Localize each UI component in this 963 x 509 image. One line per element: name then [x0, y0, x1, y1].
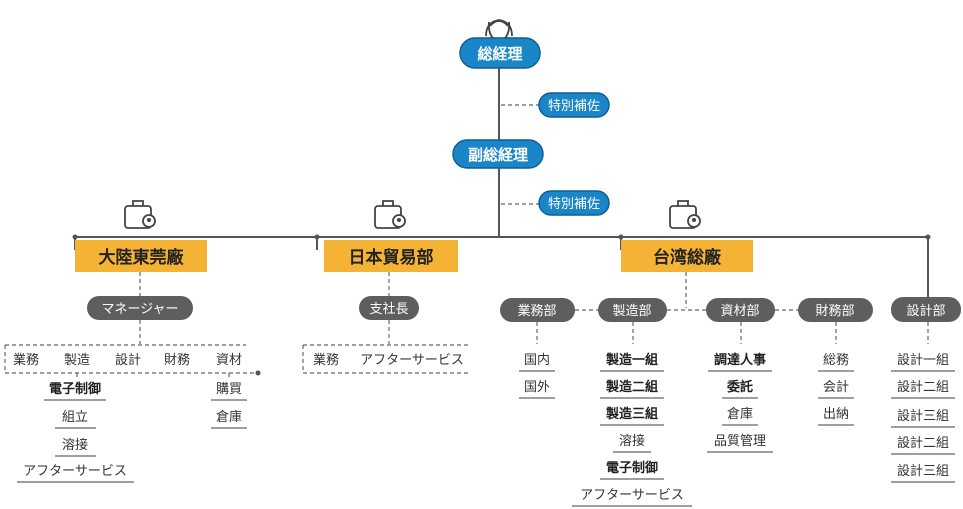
- taiwan-mfg-label: 製造部: [612, 304, 651, 319]
- japan-dept-item: アフターサービス: [360, 353, 464, 368]
- list-item: 倉庫: [727, 407, 753, 422]
- china-dept-item: 設計: [115, 352, 141, 368]
- list-item: 品質管理: [714, 434, 766, 449]
- taiwan-branch-node: 台湾総廠: [621, 240, 753, 272]
- list-item: 組立: [62, 410, 88, 425]
- list-item: 国内: [524, 352, 550, 368]
- list-item: 電子制御: [606, 460, 658, 476]
- taiwan-mat-node: 資材部: [706, 298, 775, 322]
- assistant-2-label: 特別補佐: [548, 197, 600, 212]
- list-item: 設計一組: [897, 352, 949, 368]
- taiwan-sales-label: 業務部: [517, 303, 556, 319]
- china-branch-node: 大陸東莞廠: [75, 240, 207, 272]
- taiwan-mat-list: 調達人事 委託 倉庫 品質管理: [707, 352, 773, 453]
- ceo-label: 総経理: [477, 45, 522, 63]
- list-item: 出納: [823, 407, 849, 422]
- list-item: 委託: [726, 379, 753, 395]
- assistant-1-label: 特別補佐: [548, 99, 600, 114]
- vice-label: 副総経理: [468, 146, 528, 164]
- camera-location-icon: [124, 200, 156, 229]
- taiwan-branch-label: 台湾総廠: [653, 247, 722, 268]
- list-item: 総務: [823, 353, 849, 368]
- list-item: 国外: [524, 380, 550, 395]
- list-item: 会計: [823, 379, 849, 395]
- japan-branch-node: 日本貿易部: [324, 240, 458, 272]
- list-item: 製造二組: [605, 379, 658, 395]
- china-dept-item: 財務: [164, 353, 190, 368]
- taiwan-sales-list: 国内 国外: [519, 352, 555, 399]
- china-manager-label: マネージャー: [101, 302, 178, 317]
- china-manager-node: マネージャー: [87, 296, 193, 320]
- list-item: 調達人事: [714, 352, 766, 368]
- camera-location-icon: [669, 200, 701, 229]
- japan-manager-node: 支社長: [359, 296, 419, 320]
- design-node: 設計部: [891, 297, 961, 322]
- china-dept-row: 業務 製造 設計 財務 資材: [13, 352, 242, 368]
- list-item: 製造一組: [605, 352, 658, 368]
- list-item: 製造三組: [605, 406, 658, 422]
- list-item: 電子制御: [49, 381, 101, 397]
- taiwan-fin-node: 財務部: [798, 298, 873, 322]
- assistant-2-node: 特別補佐: [538, 190, 610, 216]
- design-label: 設計部: [906, 303, 945, 319]
- list-item: 設計三組: [897, 463, 949, 479]
- taiwan-mfg-node: 製造部: [598, 298, 667, 322]
- japan-dept-item: 業務: [313, 352, 339, 368]
- taiwan-fin-list: 総務 会計 出納: [818, 353, 854, 426]
- list-item: アフターサービス: [23, 464, 127, 479]
- taiwan-sales-node: 業務部: [500, 298, 575, 322]
- design-list: 設計一組 設計二組 設計三組 設計二組 設計三組: [891, 352, 955, 483]
- china-dept-item: 業務: [13, 352, 39, 368]
- japan-branch-label: 日本貿易部: [349, 247, 434, 268]
- china-mfg-list: 電子制御 組立 溶接 アフターサービス: [17, 373, 134, 483]
- camera-location-icon: [374, 200, 406, 229]
- taiwan-fin-label: 財務部: [815, 304, 854, 319]
- list-item: 購買: [216, 382, 242, 397]
- list-item: 設計二組: [897, 379, 949, 395]
- vice-node: 副総経理: [452, 139, 544, 169]
- china-dept-item: 資材: [216, 353, 242, 368]
- list-item: 倉庫: [216, 410, 242, 425]
- china-mat-list: 購買 倉庫: [211, 373, 247, 429]
- taiwan-mat-label: 資材部: [720, 304, 759, 319]
- list-item: 溶接: [62, 437, 88, 453]
- taiwan-mfg-list: 製造一組 製造二組 製造三組 溶接 電子制御 アフターサービス: [572, 352, 692, 507]
- ceo-node: 総経理: [459, 37, 541, 69]
- list-item: 溶接: [619, 433, 645, 449]
- japan-manager-label: 支社長: [369, 301, 408, 317]
- china-branch-label: 大陸東莞廠: [99, 247, 185, 268]
- list-item: 設計二組: [897, 435, 949, 451]
- list-item: アフターサービス: [580, 488, 684, 503]
- assistant-1-node: 特別補佐: [538, 92, 610, 118]
- china-dept-item: 製造: [64, 353, 90, 368]
- list-item: 設計三組: [897, 408, 949, 424]
- japan-dept-row: 業務 アフターサービス: [313, 352, 464, 368]
